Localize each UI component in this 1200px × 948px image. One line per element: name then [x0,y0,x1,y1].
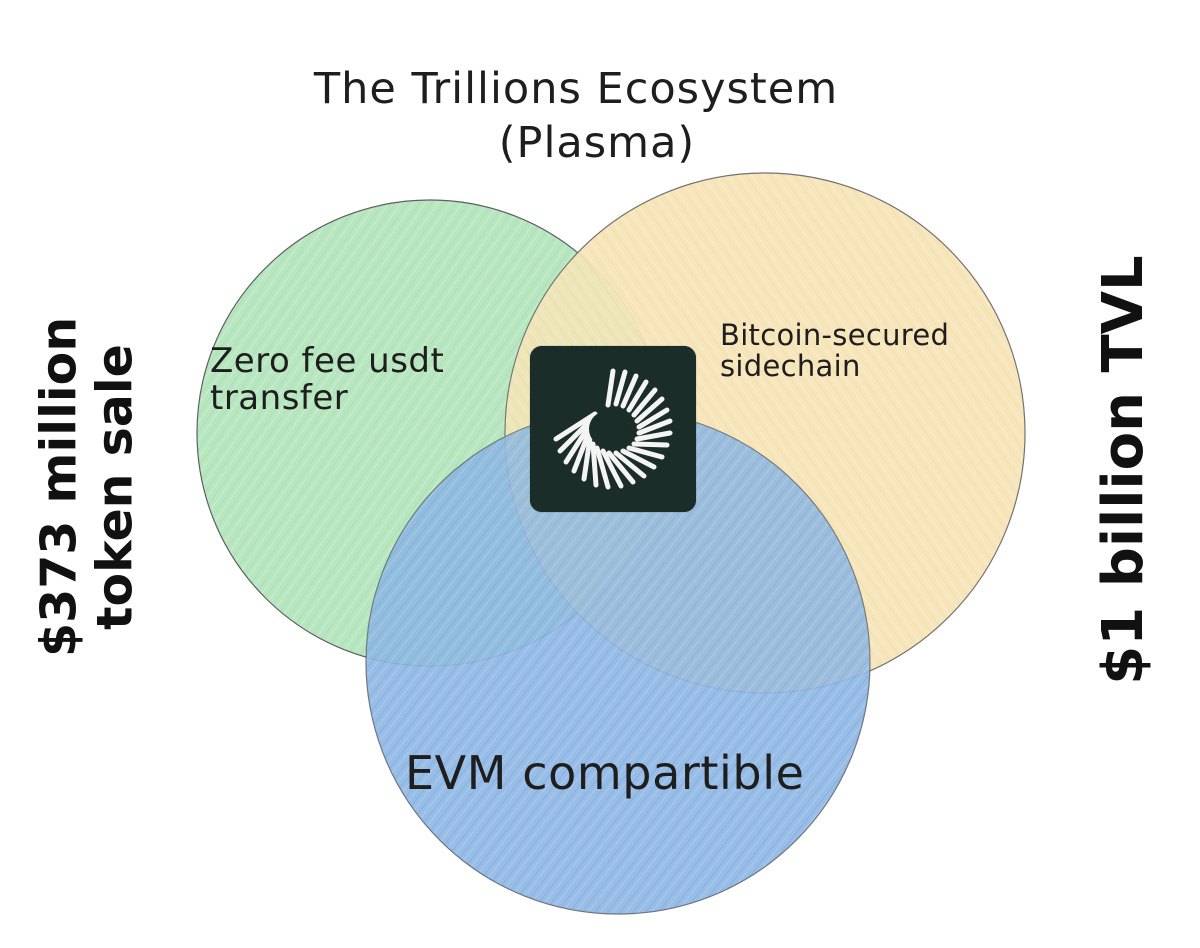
blue-circle-label: EVM compartible [405,746,805,800]
left-side-note-line-2: token sale [87,344,144,630]
plasma-logo-icon [530,346,696,512]
orange-circle-label-line-2: sidechain [720,349,861,384]
green-circle-label-line-1: Zero fee usdt [210,341,445,381]
green-circle-label: Zero fee usdt transfer [210,343,444,416]
diagram-title-line-1: The Trillions Ecosystem [313,64,839,114]
right-side-note: $1 billion TVL [1091,255,1157,685]
green-circle-label-line-2: transfer [210,377,349,418]
plasma-logo [530,346,696,512]
diagram-title-line-2: (Plasma) [498,118,696,168]
left-side-note-line-1: $373 million [30,316,88,657]
left-side-note: $373 million token sale [30,316,145,657]
orange-circle-label-line-1: Bitcoin-secured [720,318,950,352]
orange-circle-label: Bitcoin-secured sidechain [720,318,950,384]
